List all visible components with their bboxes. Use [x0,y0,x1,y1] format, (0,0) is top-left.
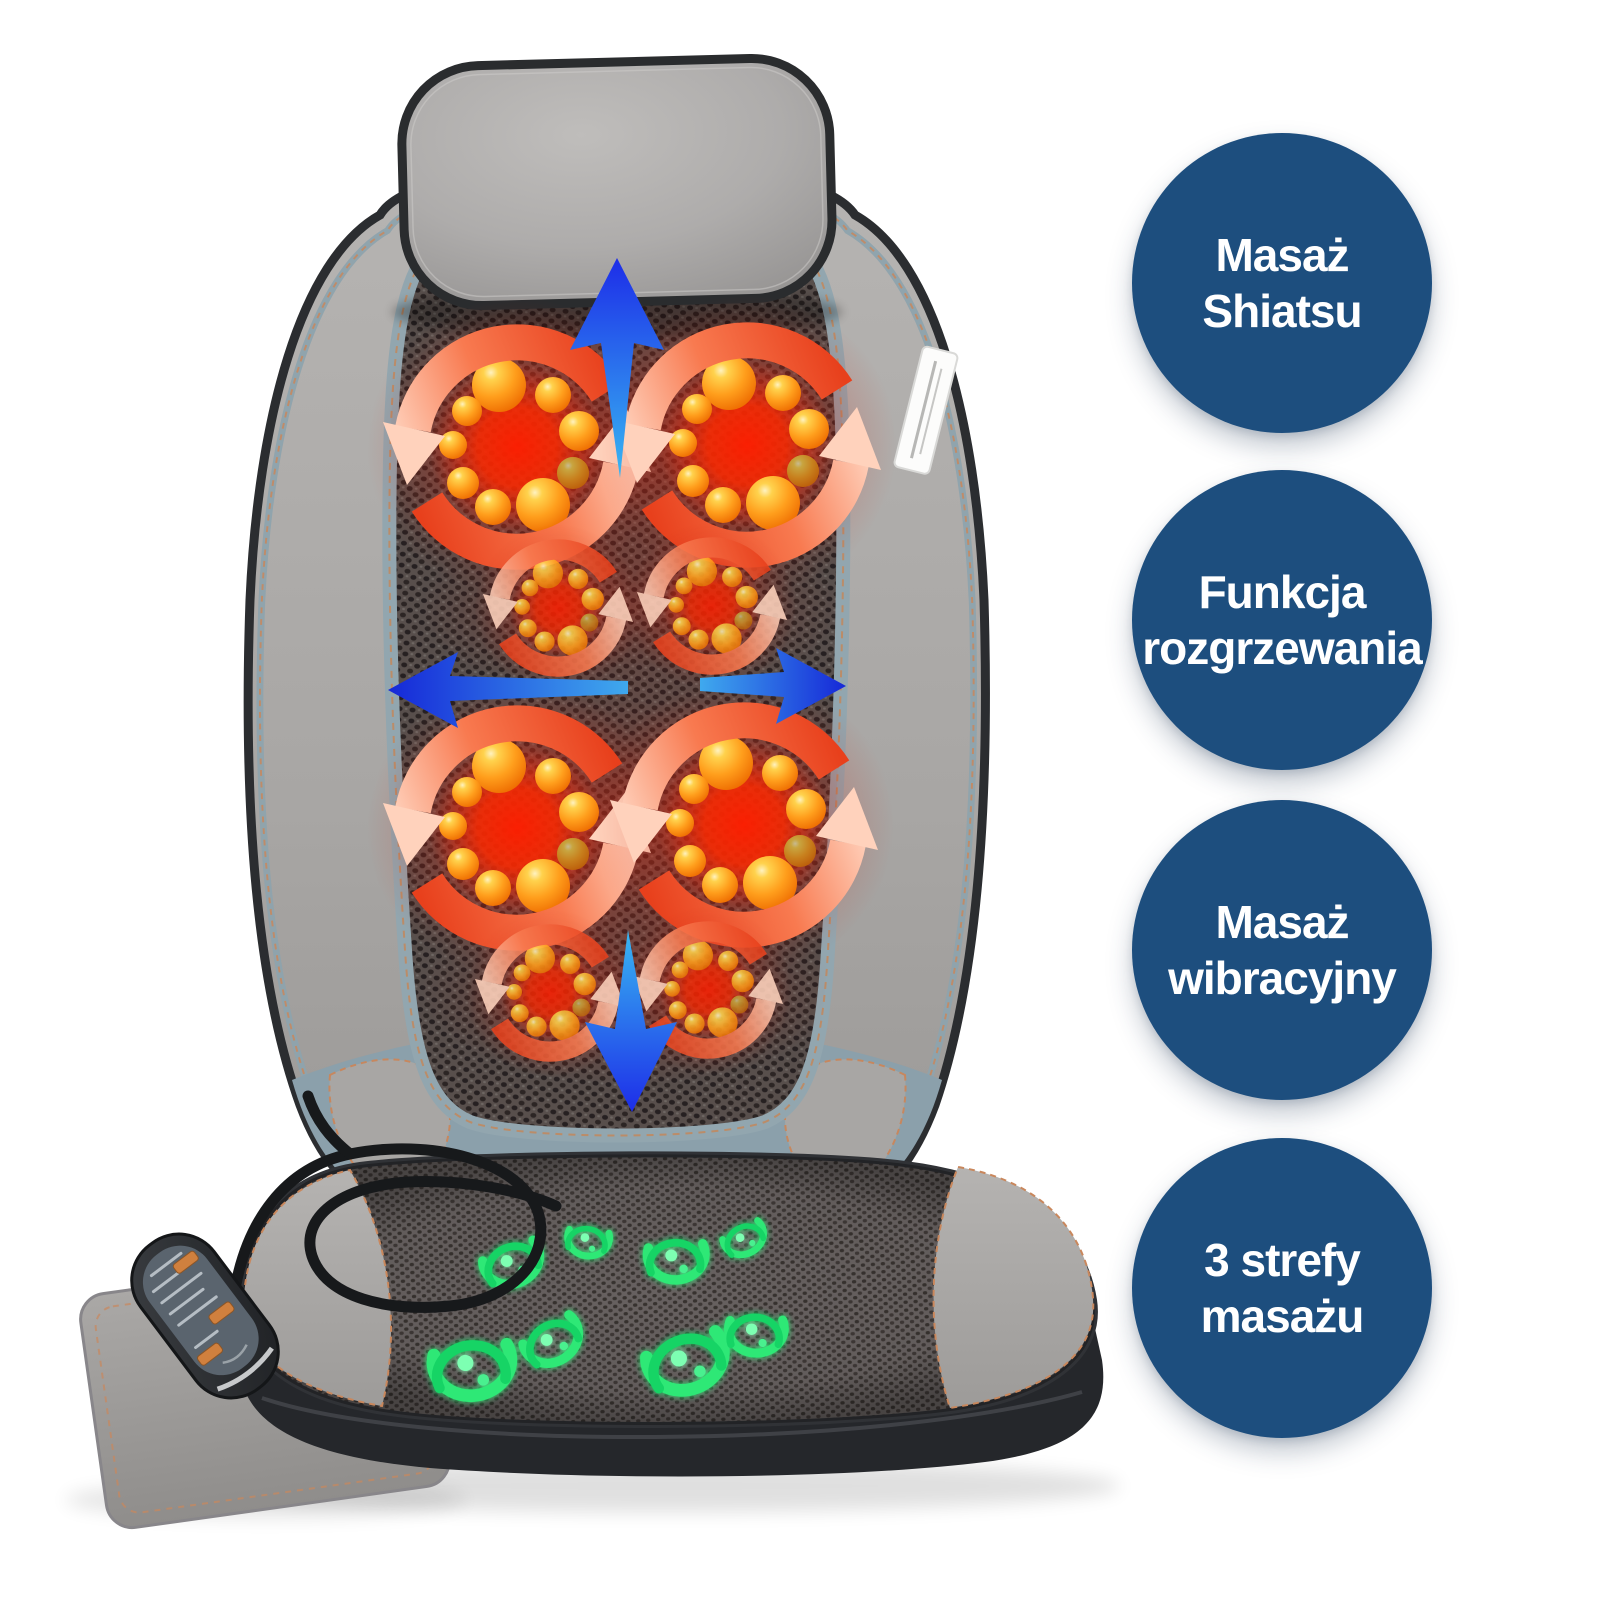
remote-control [130,1232,280,1400]
shiatsu-cluster-small-2 [628,522,796,690]
remote-buttons [172,1250,235,1366]
seat-wedge-right [932,1165,1095,1410]
arrow-up-icon [570,258,664,478]
shiatsu-cluster-small-1 [474,524,642,692]
seat-cushion [239,1154,1104,1477]
fabric-tag [893,345,959,475]
arrow-right-icon [700,648,846,724]
arrow-down-icon [585,930,677,1112]
power-cable [230,1090,562,1313]
seat-wedge-left [242,1168,393,1408]
backrest [248,53,985,1232]
movement-arrows [388,258,846,1112]
arrow-left-icon [388,652,628,728]
